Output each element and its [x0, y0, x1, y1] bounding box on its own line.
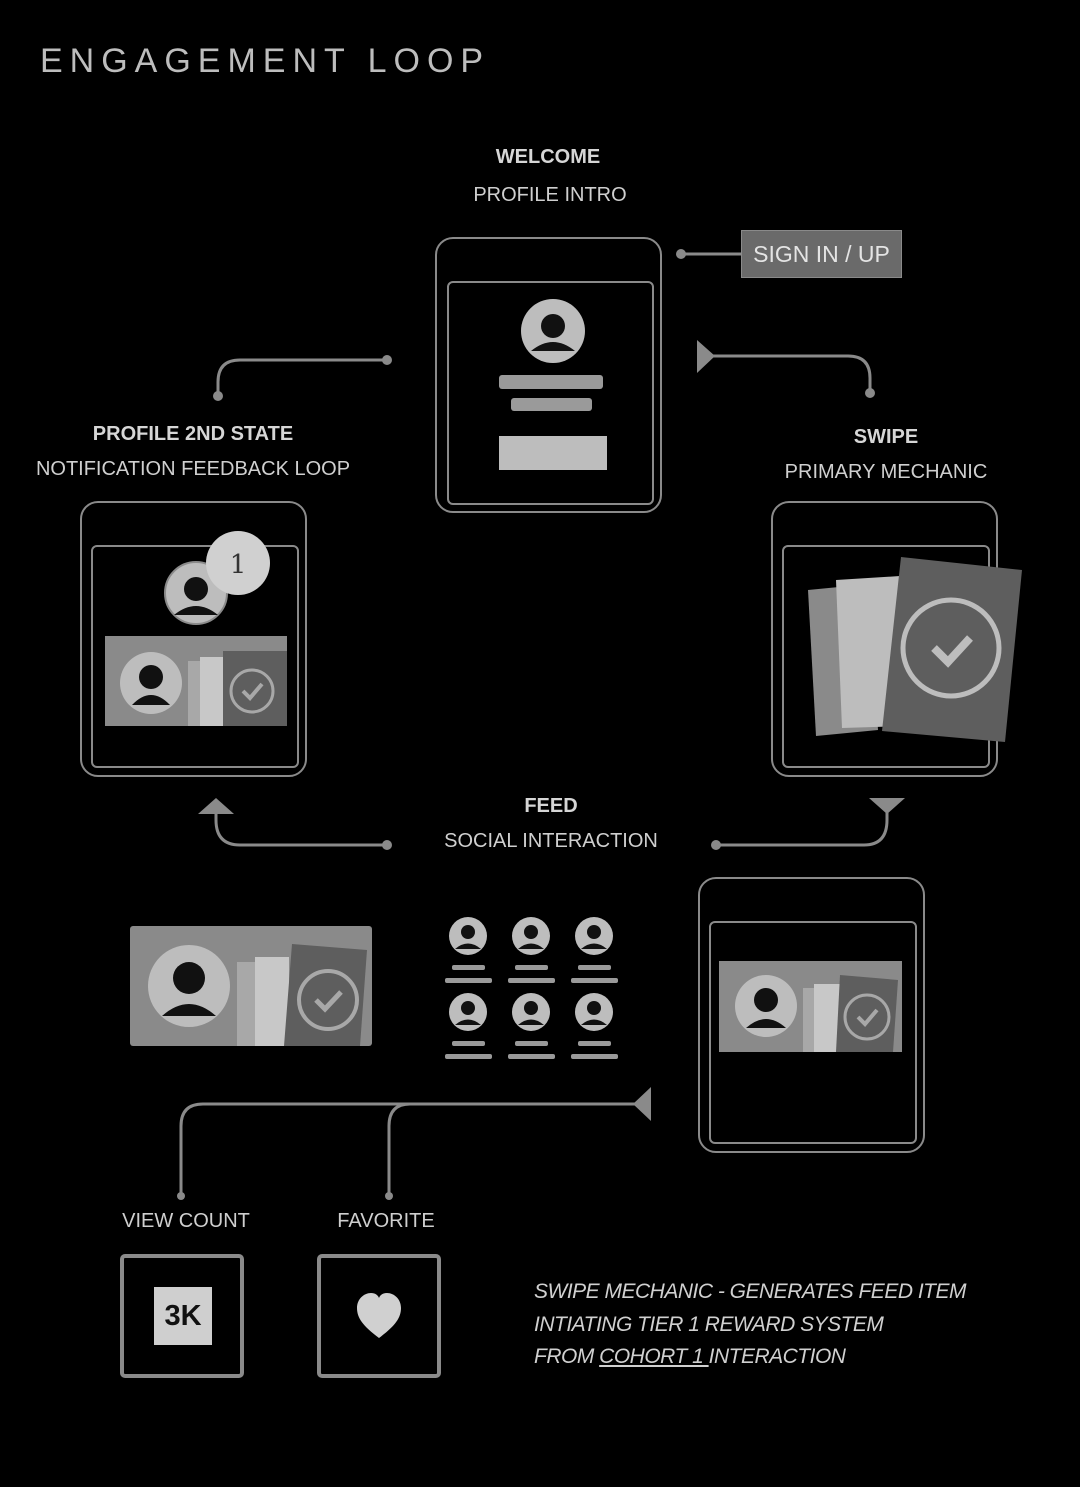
arrow-left-icon: [633, 1087, 651, 1121]
arrow-down-icon: [869, 798, 905, 814]
cohort-avatar-grid: [445, 917, 618, 1059]
profile2-wireframe: 1: [105, 531, 287, 726]
connector-dot: [676, 249, 686, 259]
profile2-heading: PROFILE 2ND STATE: [92, 423, 294, 445]
profile-to-welcome-connector: [216, 358, 387, 396]
connector-dot: [382, 840, 392, 850]
profile2-subheading: NOTIFICATION FEEDBACK LOOP: [35, 458, 351, 480]
heart-icon: [357, 1293, 401, 1338]
feed-subheading: SOCIAL INTERACTION: [444, 830, 658, 852]
reward-system-note: SWIPE MECHANIC - GENERATES FEED ITEM INT…: [534, 1276, 966, 1374]
view-count-value: 3K: [154, 1287, 212, 1345]
feed-phone: [698, 877, 925, 1153]
welcome-subheading: PROFILE INTRO: [473, 184, 627, 206]
avatar-icon: [521, 299, 585, 363]
note-line-3-prefix: FROM: [534, 1345, 600, 1368]
feed-card-mini: [105, 636, 287, 726]
swipe-to-feed-connector: [716, 810, 889, 847]
feed-card-large: [130, 926, 372, 1046]
arrow-up-icon: [198, 798, 234, 814]
welcome-to-swipe-connector: [708, 354, 872, 393]
page-title: ENGAGEMENT LOOP: [40, 42, 491, 80]
connector-dot: [385, 1192, 393, 1200]
cohort-link[interactable]: COHORT 1: [599, 1345, 709, 1368]
connector-dot: [711, 840, 721, 850]
check-icon: [229, 668, 275, 714]
view-count-box: 3K: [120, 1254, 244, 1378]
note-line-3: FROM COHORT 1 INTERACTION: [534, 1341, 966, 1374]
note-line-1: SWIPE MECHANIC - GENERATES FEED ITEM: [534, 1280, 966, 1303]
welcome-screen: [447, 281, 654, 505]
swipe-subheading: PRIMARY MECHANIC: [784, 461, 988, 483]
welcome-profile-wireframe: [499, 299, 607, 470]
note-line-2: INTIATING TIER 1 REWARD SYSTEM: [534, 1312, 884, 1336]
button-placeholder: [499, 436, 607, 470]
connector-dot: [865, 388, 875, 398]
name-placeholder: [499, 375, 603, 389]
check-icon: [900, 597, 1002, 699]
connector-dot: [213, 391, 223, 401]
check-icon: [843, 993, 891, 1041]
notification-count: 1: [230, 550, 247, 580]
profile2-phone: 1: [80, 501, 307, 777]
arrow-right-icon: [697, 340, 715, 373]
swipe-card-front: [882, 557, 1022, 742]
feed-to-favorite-connector: [387, 1102, 411, 1196]
notification-badge: 1: [206, 531, 270, 595]
feed-screen: [709, 921, 917, 1144]
welcome-heading: WELCOME: [495, 146, 601, 168]
feed-to-viewcount-connector: [179, 1102, 650, 1196]
favorite-button[interactable]: [317, 1254, 441, 1378]
favorite-label: FAVORITE: [337, 1210, 435, 1232]
feed-heading: FEED: [524, 795, 578, 817]
feed-to-profile-connector: [214, 810, 387, 847]
profile2-screen: [91, 545, 299, 768]
swipe-heading: SWIPE: [853, 426, 919, 448]
note-line-3-suffix: INTERACTION: [708, 1345, 846, 1368]
connector-dot: [382, 355, 392, 365]
connector-dot: [177, 1192, 185, 1200]
view-count-label: VIEW COUNT: [122, 1210, 250, 1232]
welcome-phone: [435, 237, 662, 513]
detail-placeholder: [511, 398, 592, 411]
sign-in-up-button[interactable]: SIGN IN / UP: [741, 230, 902, 278]
check-icon: [297, 969, 359, 1031]
